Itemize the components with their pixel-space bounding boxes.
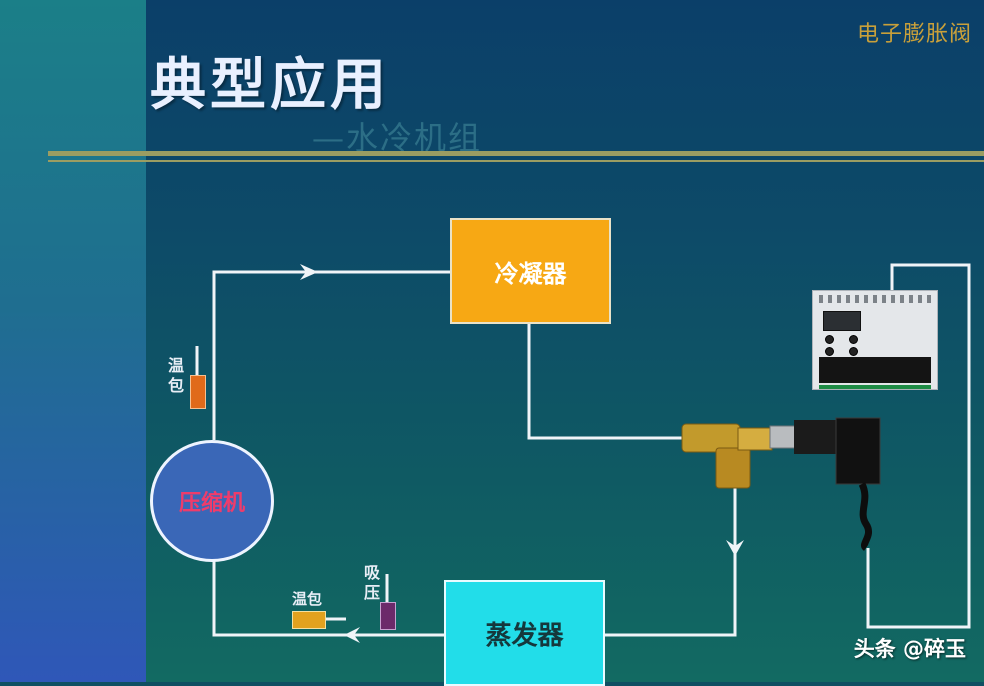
arrow-left-icon bbox=[344, 627, 360, 643]
expansion-valve-icon bbox=[681, 417, 881, 551]
title-rule bbox=[48, 151, 984, 156]
left-sidebar-band bbox=[0, 0, 146, 682]
bulb-bottom-label: 温包 bbox=[292, 590, 323, 608]
evaporator-box: 蒸发器 bbox=[444, 580, 605, 686]
temperature-bulb-left-icon bbox=[190, 375, 206, 409]
brand-label: 电子膨胀阀 bbox=[856, 22, 972, 47]
compressor-label: 压缩机 bbox=[178, 491, 245, 516]
controller-button bbox=[825, 347, 834, 356]
watermark-text: 头条 @碎玉 bbox=[853, 637, 966, 661]
controller-cable bbox=[866, 263, 971, 629]
valve-to-evaporator-line bbox=[601, 488, 737, 637]
liquid-line bbox=[527, 320, 684, 440]
controller-display bbox=[823, 311, 861, 331]
title-rule-thin bbox=[48, 160, 984, 162]
controller-terminal-strip bbox=[819, 295, 931, 303]
controller-led-strip bbox=[819, 385, 931, 389]
controller-module-icon bbox=[812, 290, 938, 390]
suction-line bbox=[212, 556, 444, 637]
compressor-circle: 压缩机 bbox=[150, 440, 274, 562]
bulb-left-label: 温包 bbox=[167, 356, 184, 395]
controller-base bbox=[819, 357, 931, 383]
controller-button bbox=[825, 335, 834, 344]
suction-pressure-label: 吸压 bbox=[363, 563, 380, 602]
controller-button bbox=[849, 335, 858, 344]
pressure-sensor-icon bbox=[380, 602, 396, 630]
arrow-down-icon bbox=[726, 540, 744, 556]
temperature-bulb-bottom-icon bbox=[292, 611, 326, 629]
condenser-box: 冷凝器 bbox=[450, 218, 611, 324]
slide-title: 典型应用 bbox=[150, 53, 390, 118]
discharge-line bbox=[212, 270, 450, 440]
arrow-right-icon bbox=[300, 264, 318, 280]
slide-subtitle: —水冷机组 bbox=[312, 119, 483, 157]
controller-button bbox=[849, 347, 858, 356]
